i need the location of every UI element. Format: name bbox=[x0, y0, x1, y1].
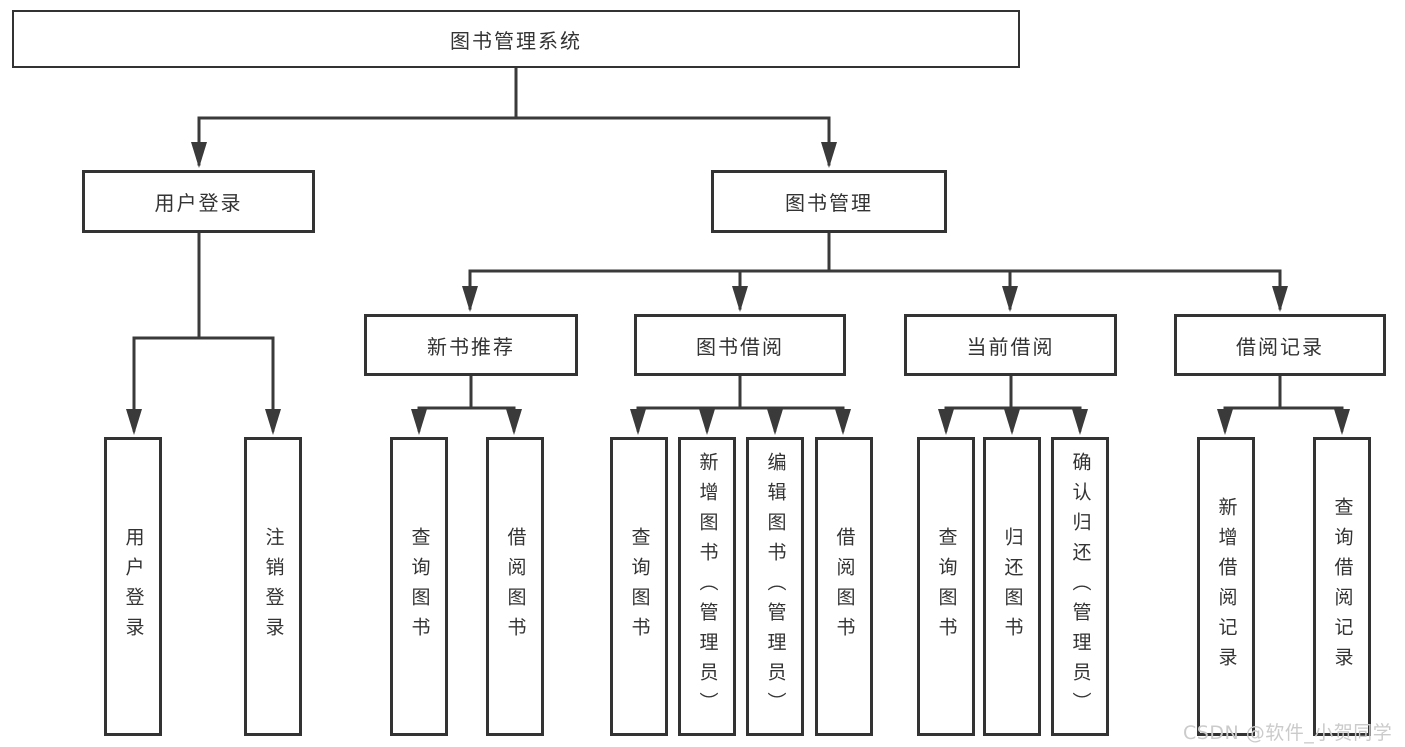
node-library-management-system: 图书管理系统 bbox=[12, 10, 1020, 68]
node-edit-book-admin: 编辑图书（管理员） bbox=[746, 437, 804, 736]
node-confirm-return-admin: 确认归还（管理员） bbox=[1051, 437, 1109, 736]
node-borrow-books-recommend: 借阅图书 bbox=[486, 437, 544, 736]
node-label: 查询借阅记录 bbox=[1331, 496, 1354, 677]
node-label: 图书管理 bbox=[785, 191, 873, 215]
node-label: 借阅记录 bbox=[1236, 334, 1324, 359]
node-add-borrow-record: 新增借阅记录 bbox=[1197, 437, 1255, 736]
node-book-borrowing: 图书借阅 bbox=[634, 314, 846, 376]
node-label: 图书借阅 bbox=[696, 334, 784, 359]
node-label: 新书推荐 bbox=[427, 334, 515, 359]
node-label: 查询图书 bbox=[935, 526, 958, 647]
node-label: 确认归还（管理员） bbox=[1069, 451, 1092, 722]
node-query-books-recommend: 查询图书 bbox=[390, 437, 448, 736]
node-label: 注销登录 bbox=[262, 526, 285, 647]
node-book-management: 图书管理 bbox=[711, 170, 947, 233]
node-borrowing-records: 借阅记录 bbox=[1174, 314, 1386, 376]
node-label: 归还图书 bbox=[1001, 526, 1024, 647]
node-query-books-borrow: 查询图书 bbox=[610, 437, 668, 736]
node-label: 当前借阅 bbox=[966, 334, 1055, 359]
node-user-login: 用户登录 bbox=[82, 170, 315, 233]
node-user-login-action: 用户登录 bbox=[104, 437, 162, 736]
csdn-watermark: CSDN @软件_小贺同学 bbox=[1183, 722, 1393, 744]
node-label: 借阅图书 bbox=[833, 526, 856, 647]
node-return-books: 归还图书 bbox=[983, 437, 1041, 736]
node-label: 查询图书 bbox=[628, 526, 651, 647]
node-label: 编辑图书（管理员） bbox=[764, 451, 787, 722]
node-query-books-current: 查询图书 bbox=[917, 437, 975, 736]
node-new-book-recommendation: 新书推荐 bbox=[364, 314, 578, 376]
node-label: 新增借阅记录 bbox=[1215, 496, 1238, 677]
node-add-book-admin: 新增图书（管理员） bbox=[678, 437, 736, 736]
node-label: 借阅图书 bbox=[504, 526, 527, 647]
node-query-borrow-record: 查询借阅记录 bbox=[1313, 437, 1371, 736]
node-borrow-books: 借阅图书 bbox=[815, 437, 873, 736]
node-label: 查询图书 bbox=[408, 526, 431, 647]
node-logout: 注销登录 bbox=[244, 437, 302, 736]
node-label: 新增图书（管理员） bbox=[696, 451, 719, 722]
node-label: 用户登录 bbox=[122, 526, 145, 647]
node-label: 用户登录 bbox=[154, 191, 243, 215]
node-current-borrowing: 当前借阅 bbox=[904, 314, 1117, 376]
node-label: 图书管理系统 bbox=[450, 28, 582, 53]
